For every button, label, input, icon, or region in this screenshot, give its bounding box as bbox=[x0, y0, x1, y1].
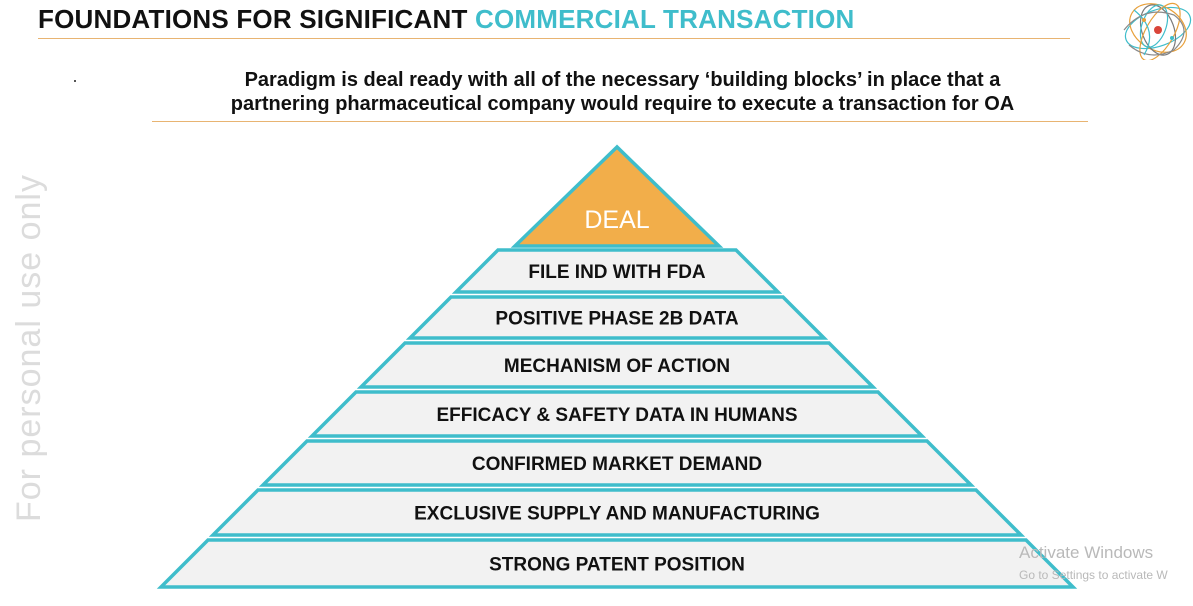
pyramid-level-3 bbox=[356, 341, 878, 389]
pyramid-level-6 bbox=[208, 488, 1026, 537]
pyramid-level-label-3: MECHANISM OF ACTION bbox=[504, 356, 730, 377]
title-underline bbox=[38, 38, 1070, 39]
page-title: FOUNDATIONS FOR SIGNIFICANT COMMERCIAL T… bbox=[38, 2, 854, 36]
pyramid-level-label-2: POSITIVE PHASE 2B DATA bbox=[495, 309, 738, 330]
pyramid-level-label-1: FILE IND WITH FDA bbox=[528, 262, 706, 283]
subtitle-line-2: partnering pharmaceutical company would … bbox=[230, 93, 1015, 115]
title-main: FOUNDATIONS FOR SIGNIFICANT bbox=[38, 4, 468, 34]
activate-windows-watermark: Activate Windows Go to Settings to activ… bbox=[1019, 542, 1168, 584]
activate-windows-hint: Go to Settings to activate W bbox=[1019, 568, 1168, 582]
subtitle-line-1: Paradigm is deal ready with all of the n… bbox=[244, 69, 1001, 91]
subtitle: Paradigm is deal ready with all of the n… bbox=[160, 68, 1085, 116]
pyramid-level-7 bbox=[156, 538, 1078, 589]
pyramid-level-2 bbox=[405, 295, 829, 340]
pyramid-level-1 bbox=[451, 248, 783, 294]
pyramid-apex bbox=[510, 144, 724, 248]
title-accent: COMMERCIAL TRANSACTION bbox=[475, 4, 855, 34]
pyramid-level-label-4: EFFICACY & SAFETY DATA IN HUMANS bbox=[436, 405, 797, 426]
pyramid-level-label-5: CONFIRMED MARKET DEMAND bbox=[472, 454, 762, 475]
subtitle-underline bbox=[152, 121, 1088, 122]
activate-windows-title: Activate Windows bbox=[1019, 543, 1154, 562]
pyramid-apex-label: DEAL bbox=[584, 206, 649, 234]
pyramid-levels: FILE IND WITH FDA POSITIVE PHASE 2B DATA M… bbox=[156, 248, 1078, 589]
pyramid-level-label-7: STRONG PATENT POSITION bbox=[489, 555, 745, 576]
stray-dot bbox=[74, 80, 76, 82]
pyramid-level-4 bbox=[307, 390, 927, 438]
molecule-network-logo-icon bbox=[1123, 2, 1192, 60]
pyramid-level-label-6: EXCLUSIVE SUPPLY AND MANUFACTURING bbox=[414, 504, 820, 525]
pyramid-level-5 bbox=[258, 439, 976, 487]
